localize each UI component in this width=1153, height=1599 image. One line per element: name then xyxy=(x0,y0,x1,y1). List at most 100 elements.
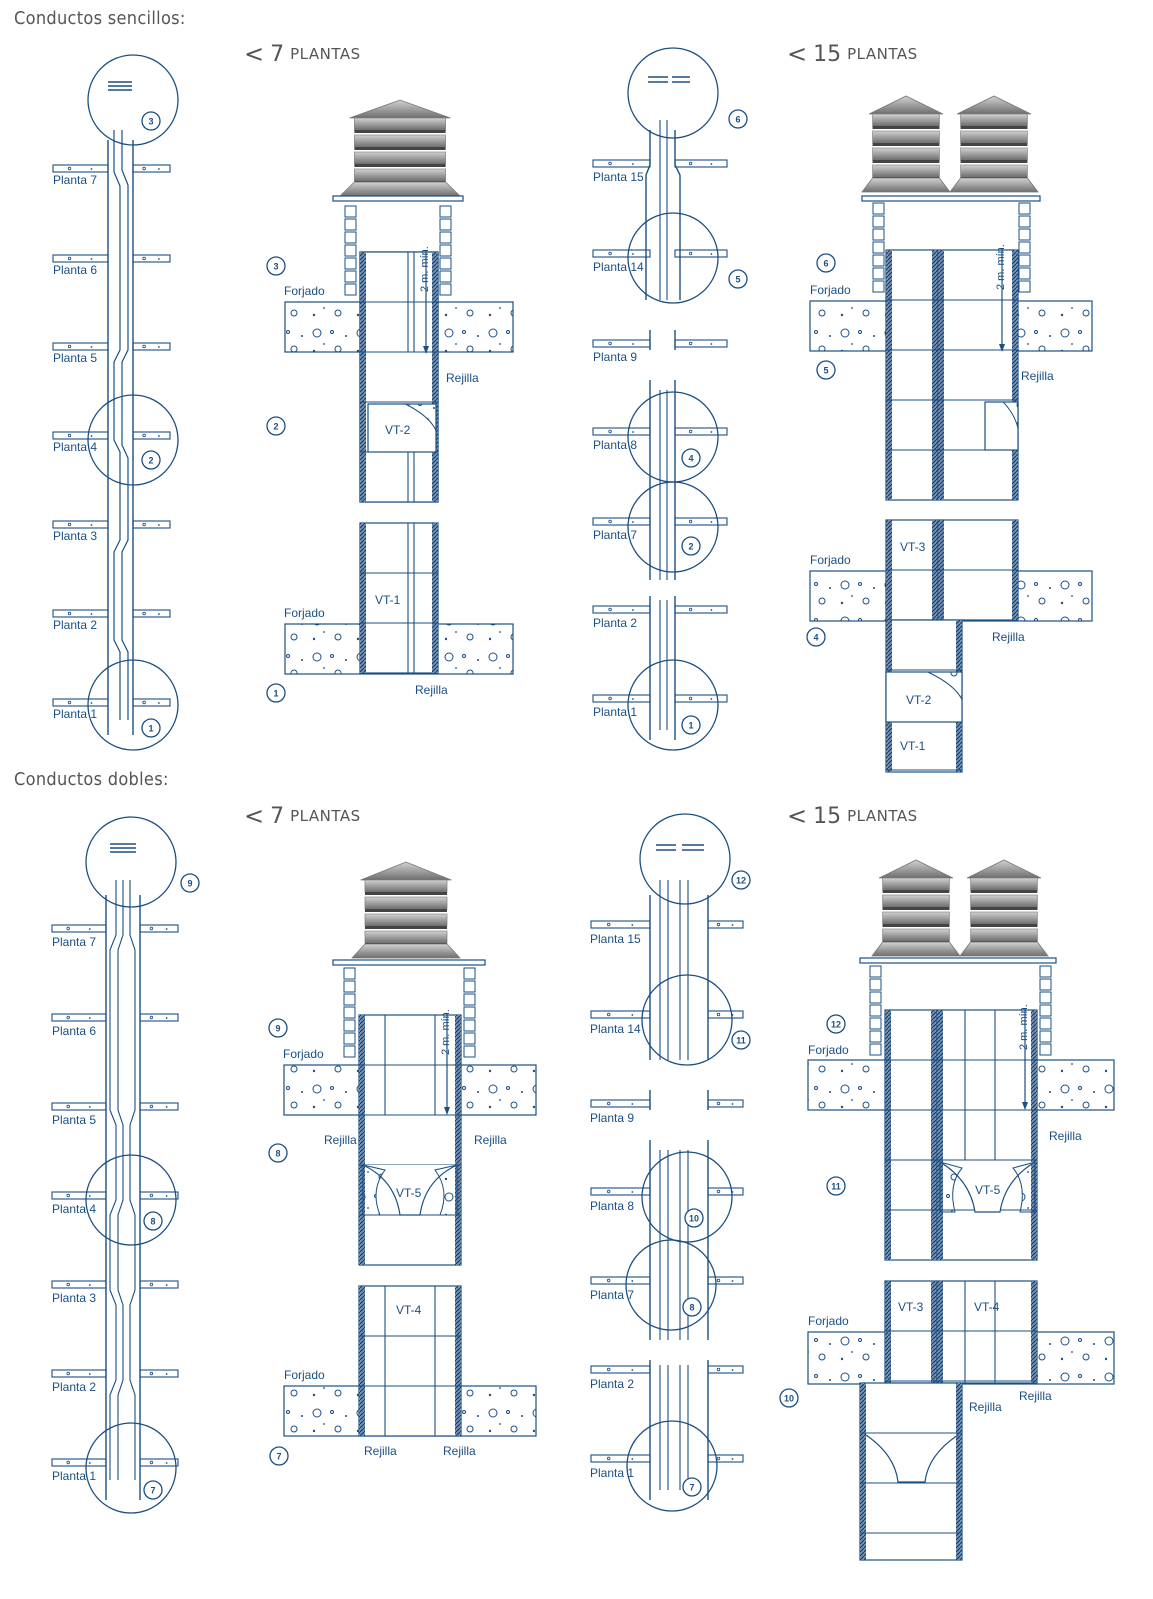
vt-label: VT-1 xyxy=(375,593,401,607)
cap-plate xyxy=(332,959,486,966)
marker-10-circle xyxy=(779,1388,799,1408)
floor-label: Planta 14 xyxy=(593,260,644,274)
brick xyxy=(1039,1017,1052,1030)
brick xyxy=(872,280,885,293)
marker-1-circle xyxy=(266,683,286,703)
hat-f-louvre-shadow xyxy=(364,926,448,929)
slab-aggregate xyxy=(631,1280,634,1282)
slab-aggregate xyxy=(165,1373,168,1375)
hat-h2-louvre xyxy=(970,911,1038,925)
marker-1: 1 xyxy=(688,721,693,731)
rejilla-label: Rejilla xyxy=(969,1400,1002,1414)
hat-h2-top xyxy=(966,859,1042,879)
floor-slab-left xyxy=(590,1010,651,1019)
slab-aggregate xyxy=(688,607,693,612)
floor-label: Planta 14 xyxy=(590,1022,641,1036)
rejilla-label: Rejilla xyxy=(474,1133,507,1147)
brick xyxy=(439,283,452,296)
slab-aggregate xyxy=(631,1191,634,1193)
hat-b-louvre xyxy=(354,168,446,182)
marker-5-circle xyxy=(816,360,836,380)
marker-5-circle xyxy=(728,269,748,289)
slab-aggregate xyxy=(67,522,72,527)
cap-plate xyxy=(332,195,464,202)
slab-aggregate xyxy=(66,926,70,931)
floor-slab-right xyxy=(139,1280,179,1289)
detail-circle xyxy=(85,1154,177,1246)
slab-aggregate xyxy=(731,1103,734,1105)
cap-plate xyxy=(861,195,1041,202)
vt-label: VT-4 xyxy=(974,1300,1000,1314)
duct-wall-hatch xyxy=(860,1383,866,1560)
duct-segment xyxy=(358,1285,462,1437)
floor-slab-right xyxy=(139,924,179,933)
brick xyxy=(869,991,882,1004)
inner-flue xyxy=(113,130,121,720)
hat-d2-louvre xyxy=(960,164,1028,178)
forjado-label: Forjado xyxy=(810,283,851,297)
floor-slab-left xyxy=(590,1454,651,1463)
marker-4-circle xyxy=(806,627,826,647)
brick xyxy=(439,205,452,218)
brick xyxy=(439,231,452,244)
floor-slab-left xyxy=(51,1013,107,1022)
hat-f-louvre xyxy=(364,913,448,927)
marker-1: 1 xyxy=(148,724,153,734)
slab-aggregate xyxy=(66,1371,70,1376)
slab-aggregate xyxy=(631,1369,634,1371)
floor-label: Planta 7 xyxy=(590,1288,634,1302)
marker-7-circle xyxy=(269,1446,289,1466)
slab-aggregate xyxy=(607,1189,611,1194)
hat-f-louvre xyxy=(364,930,448,944)
detail-circle xyxy=(627,212,719,304)
slab-aggregate xyxy=(67,256,72,261)
duct-segment xyxy=(936,1009,1038,1261)
hat-d2-louvre xyxy=(960,147,1028,161)
duct-wall-hatch xyxy=(956,1383,962,1560)
duct-wall-hatch xyxy=(937,1281,943,1383)
brick xyxy=(439,270,452,283)
slab-aggregate xyxy=(710,343,713,345)
tee-branch xyxy=(434,1164,458,1216)
brick xyxy=(872,241,885,254)
brick xyxy=(869,1043,882,1056)
slab-aggregate xyxy=(90,435,93,437)
duct-segment xyxy=(885,249,939,501)
rejilla-label: Rejilla xyxy=(415,683,448,697)
tee-branch xyxy=(405,403,437,431)
hat-b-louvre-shadow xyxy=(354,130,446,133)
slab-aggregate xyxy=(688,519,693,524)
floor-label: Planta 15 xyxy=(593,170,644,184)
marker-1: 1 xyxy=(273,689,278,699)
slab-aggregate xyxy=(607,1367,611,1372)
slab-aggregate xyxy=(608,161,612,166)
slab-aggregate xyxy=(90,346,93,348)
inner-flue xyxy=(121,130,129,720)
hat-f-top xyxy=(360,861,452,881)
slab-aggregate xyxy=(66,1193,70,1198)
floor-slab-right xyxy=(132,342,171,351)
marker-11-circle xyxy=(731,1030,751,1050)
detail-circle xyxy=(87,394,179,486)
forjado-label: Forjado xyxy=(284,1368,325,1382)
dim-arrow xyxy=(999,344,1005,352)
hat-f-base xyxy=(351,943,461,959)
floor-slab-right xyxy=(674,694,728,703)
slab-aggregate xyxy=(632,521,634,523)
floor-label: Planta 7 xyxy=(593,528,637,542)
hat-d2-louvre xyxy=(960,130,1028,144)
brick xyxy=(343,1006,356,1019)
floor-slab-right xyxy=(674,605,728,614)
duct-wall-hatch xyxy=(1031,1010,1037,1260)
marker-3: 3 xyxy=(273,262,278,272)
slab-aggregate xyxy=(149,1015,154,1020)
brick xyxy=(872,202,885,215)
brick xyxy=(343,1032,356,1045)
slab-aggregate xyxy=(165,1106,168,1108)
slab-aggregate xyxy=(165,1195,168,1197)
marker-7: 7 xyxy=(150,1486,155,1496)
detail-circle xyxy=(87,54,179,146)
slab-aggregate xyxy=(731,924,734,926)
floor-slab-right xyxy=(674,339,728,348)
marker-9-circle xyxy=(268,1018,288,1038)
